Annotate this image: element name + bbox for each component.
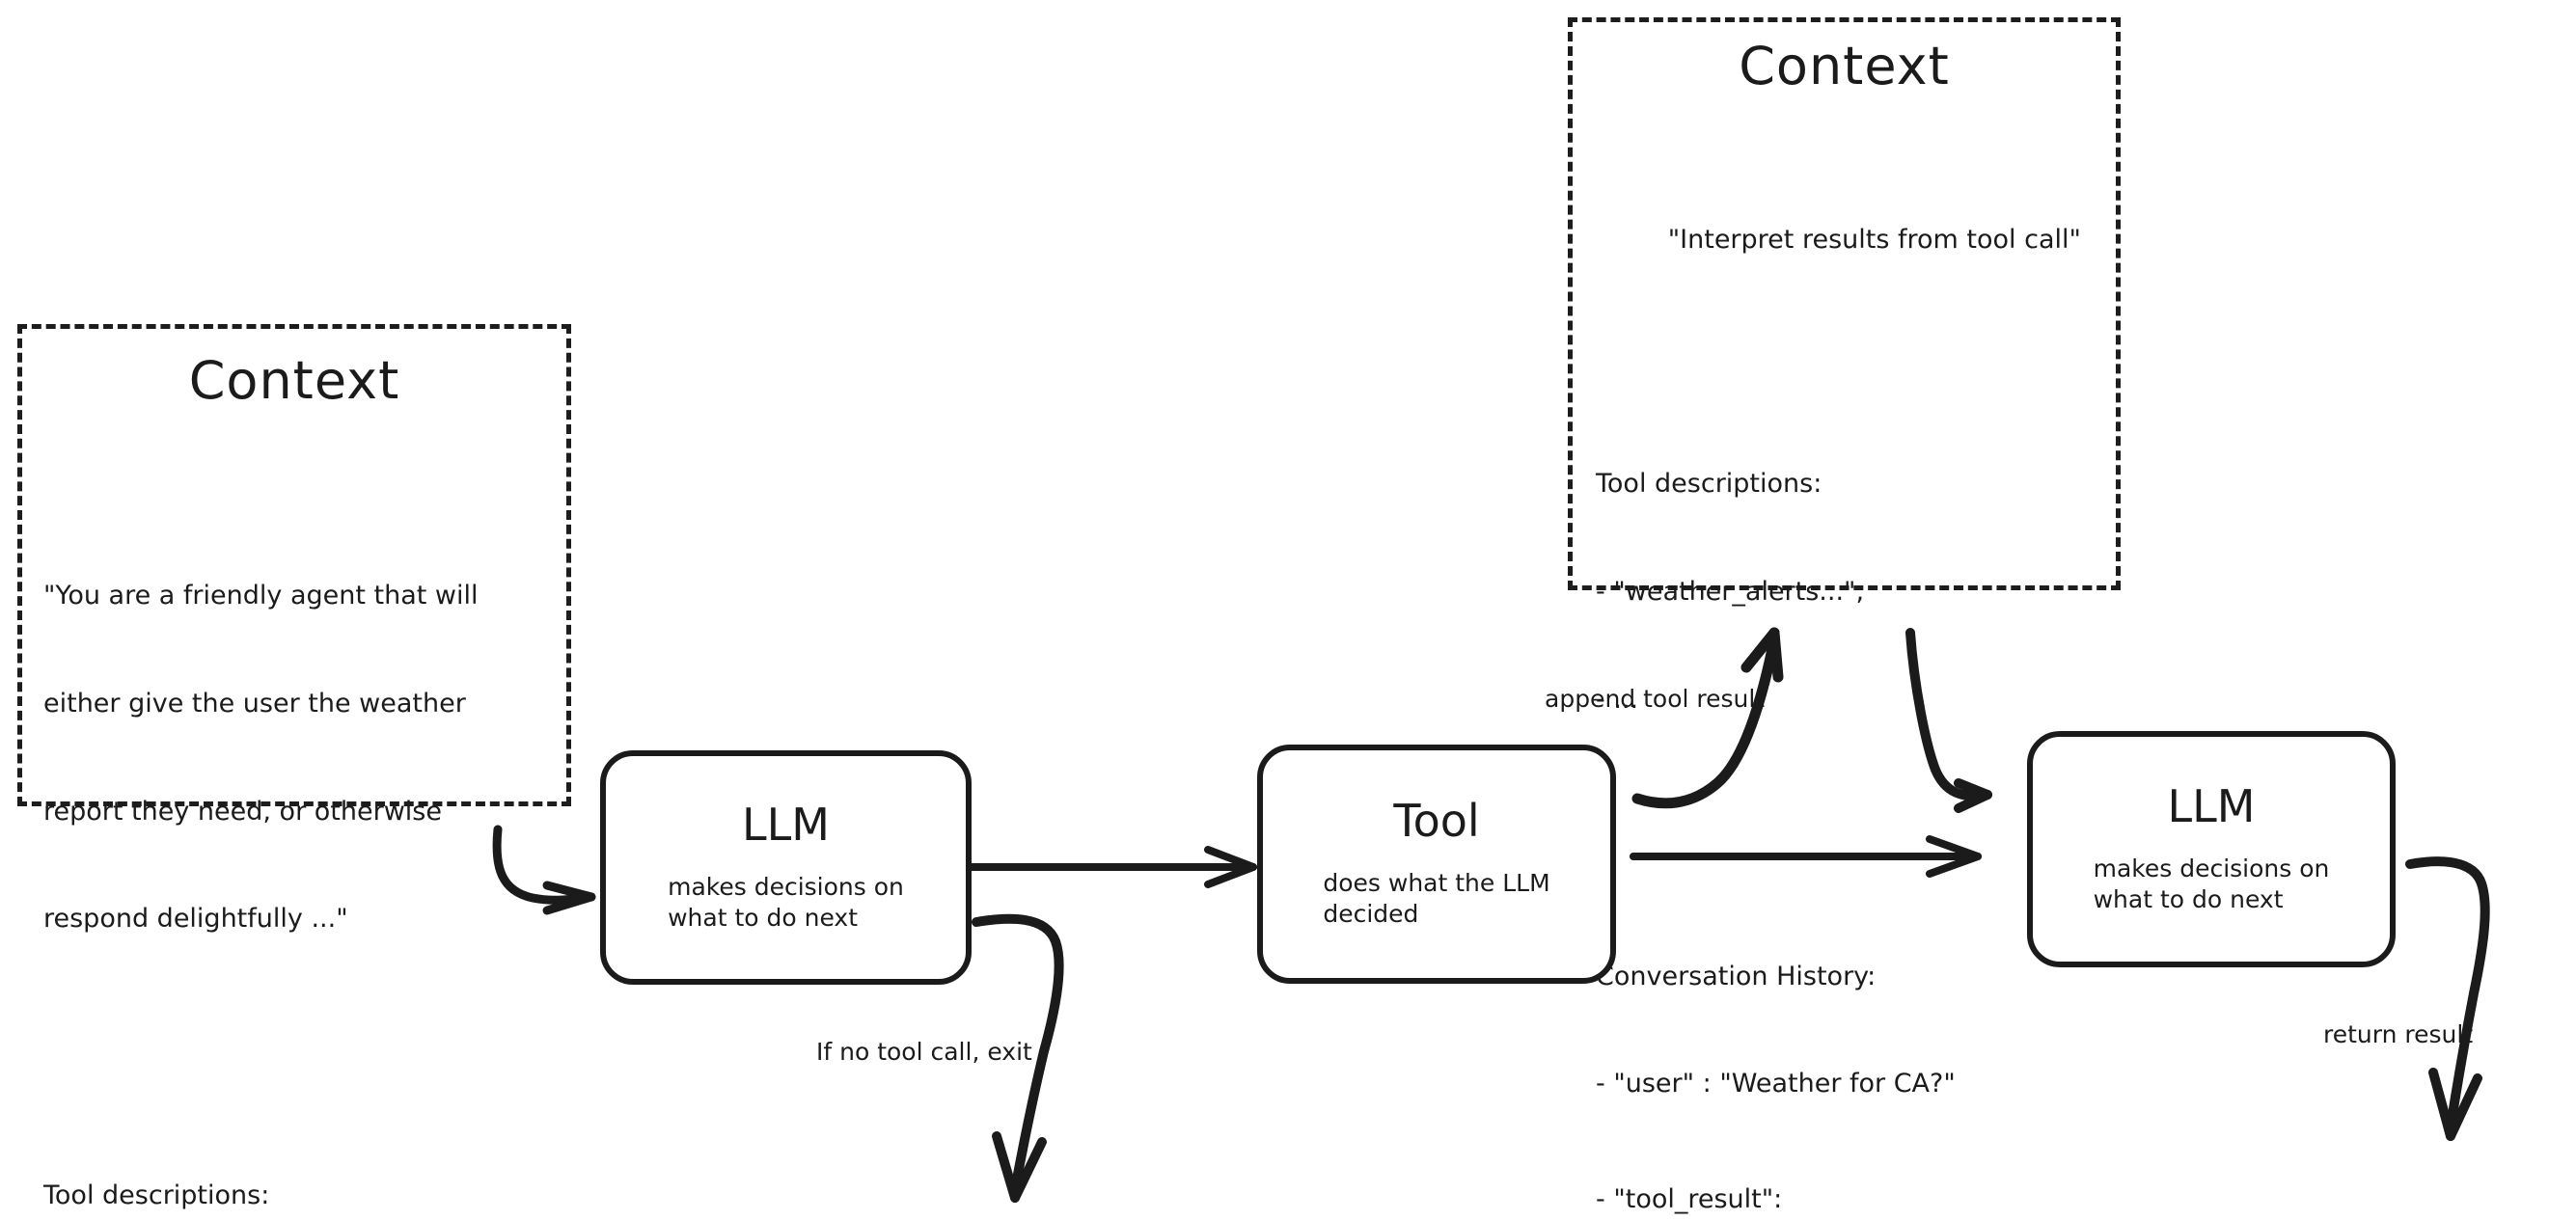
arrow-llm-to-tool — [967, 846, 1257, 888]
context-right-paragraph-tools: Tool descriptions: - "weather_alerts..."… — [1596, 394, 2116, 790]
node-llm-second-title: LLM — [2167, 779, 2256, 832]
context-right-line: - "user" : "Weather for CA?" — [1596, 1069, 1956, 1099]
context-left-body: "You are a friendly agent that will eith… — [43, 434, 566, 1221]
context-right-paragraph-system: "Interpret results from tool call" — [1596, 186, 2087, 294]
context-right-line: Tool descriptions: — [1596, 469, 1822, 500]
edge-label-exit: If no tool call, exit — [816, 1038, 1032, 1066]
context-left-line: respond delightfully ..." — [43, 904, 348, 935]
node-llm-second[interactable]: LLM makes decisions on what to do next — [2027, 731, 2396, 967]
edge-label-return-result: return result — [2323, 1020, 2474, 1048]
context-right-body: "Interpret results from tool call" Tool … — [1596, 114, 2116, 1221]
context-right-title: Context — [1739, 36, 1950, 96]
context-right-line: "Interpret results from tool call" — [1667, 224, 2081, 255]
context-left-title: Context — [188, 350, 400, 411]
context-right-line: - "weather_alerts...", — [1596, 577, 1865, 607]
context-right-paragraph-history: Conversation History: - "user" : "Weathe… — [1596, 886, 2116, 1221]
context-left-paragraph-tools: Tool descriptions: - "weather_alerts..."… — [43, 1106, 566, 1221]
context-right-line: - "tool_result": — [1596, 1184, 1783, 1214]
context-left-line: "You are a friendly agent that will — [43, 581, 479, 610]
node-llm-first-subtitle: makes decisions on what to do next — [668, 872, 904, 932]
node-tool[interactable]: Tool does what the LLM decided — [1257, 745, 1616, 984]
context-box-left: Context "You are a friendly agent that w… — [17, 324, 571, 1210]
node-tool-subtitle: does what the LLM decided — [1323, 869, 1550, 928]
node-llm-first-title: LLM — [742, 798, 830, 851]
context-left-line: either give the user the weather — [43, 688, 466, 719]
context-left-paragraph-system: "You are a friendly agent that will eith… — [43, 506, 566, 1010]
context-box-right: Context "Interpret results from tool cal… — [1568, 17, 2121, 1214]
arrow-return-result — [2405, 856, 2490, 1141]
edge-label-append-tool-result: append tool result — [1545, 685, 1766, 713]
node-llm-first[interactable]: LLM makes decisions on what to do next — [600, 750, 972, 985]
node-tool-title: Tool — [1393, 795, 1480, 847]
context-right-line: Conversation History: — [1596, 961, 1877, 991]
context-left-line: Tool descriptions: — [43, 1180, 270, 1210]
node-llm-second-subtitle: makes decisions on what to do next — [2093, 854, 2330, 913]
context-left-line: report they need, or otherwise — [43, 796, 442, 827]
